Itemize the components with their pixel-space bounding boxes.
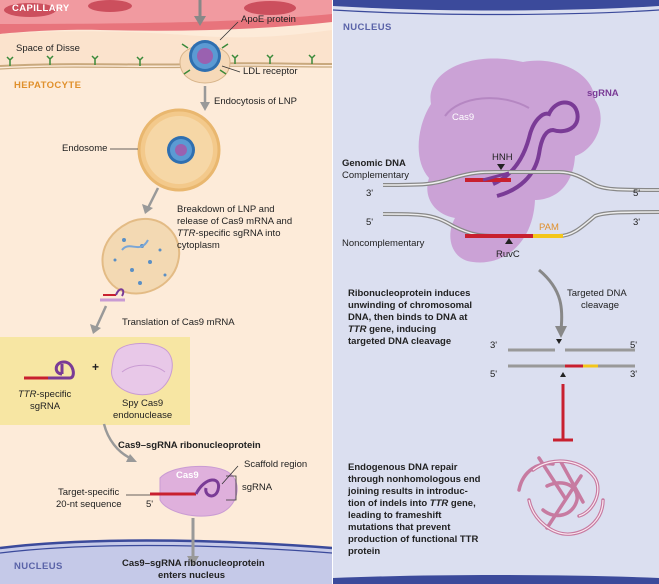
cut-upper-5prime: 5' [630,340,638,351]
sgrna-label: sgRNA [587,88,619,99]
rnp-induces-line2: unwinding of chromosomal [348,300,473,311]
target-specific-line1: Target-specific [58,487,120,498]
endocytosis-label: Endocytosis of LNP [214,96,297,107]
hnh-label: HNH [492,152,513,163]
repair-line6: mutations that prevent [348,522,451,533]
ttr-sgrna-line1-text: -specific [36,389,72,400]
plus-sign: + [92,360,100,374]
ruvc-label: RuvC [496,249,520,260]
space-of-disse-label: Space of Disse [16,43,80,54]
rnp-sgrna-label: sgRNA [242,482,273,493]
breakdown-line2: release of Cas9 mRNA and [177,216,293,227]
rnp-induces-line4-text: gene, inducing [366,324,437,335]
rnp-induces-line4: TTR gene, inducing [348,324,436,335]
targeted-cleavage-line1: Targeted DNA [567,288,627,299]
hepatocyte-panel: CAPILLARY Space of Disse HEPATOCYTE ApoE… [0,0,332,584]
rnp-title: Cas9–sgRNA ribonucleoprotein [118,440,261,451]
ttr-protein-icon [517,456,605,536]
enters-nucleus-line2: enters nucleus [158,570,226,581]
ldl-receptor-icon [6,54,316,66]
cut-lower-3prime: 3' [630,369,638,380]
ttr-sgrna-ttr: TTR [18,389,37,400]
enters-nucleus-line1: Cas9–sgRNA ribonucleoprotein [122,558,265,569]
upper-5prime: 5' [633,188,641,199]
right-nucleus-label: NUCLEUS [343,22,392,33]
breakdown-line3-text: -specific sgRNA into [195,228,281,239]
lnp-particle-icon [179,40,231,84]
capillary-label: CAPILLARY [12,3,70,14]
rnp-five-prime: 5' [146,499,154,510]
breakdown-line4: cytoplasm [177,240,220,251]
targeted-cleavage-line2: cleavage [581,300,620,311]
hepatocyte-illustration [0,0,332,584]
left-nucleus-label: NUCLEUS [14,561,63,572]
rnp-induces-line1: Ribonucleoprotein induces [348,288,471,299]
lower-3prime: 3' [633,217,641,228]
translation-label: Translation of Cas9 mRNA [122,317,235,328]
cleavage-inhibition-icon [553,384,573,442]
repair-line2: through nonhomologous end [348,474,481,485]
target-specific-line2: 20-nt sequence [56,499,122,510]
breakdown-line1: Breakdown of LNP and [177,204,275,215]
apoe-protein-label: ApoE protein [241,14,296,25]
upper-3prime: 3' [366,188,374,199]
lower-5prime: 5' [366,217,374,228]
repair-line4: tion of indels into TTR gene, [348,498,476,509]
spy-cas9-line1: Spy Cas9 [122,398,164,409]
cut-upper-3prime: 3' [490,340,498,351]
repair-line1: Endogenous DNA repair [348,462,458,473]
breakdown-ttr: TTR [177,228,196,239]
cas9-label: Cas9 [452,112,475,123]
hepatocyte-label: HEPATOCYTE [14,80,82,91]
spy-cas9-line2: endonuclease [113,410,173,421]
rnp-induces-line5: targeted DNA cleavage [348,336,452,347]
arrow-down-icon [538,268,564,331]
rnp-ttr: TTR [348,324,367,335]
repair-line7: production of functional TTR [348,534,479,545]
repair-line5: leading to frameshift [348,510,442,521]
repair-line4-text: tion of indels into [348,498,430,509]
noncomplementary-label: Noncomplementary [342,238,425,249]
repair-ttr: TTR [429,498,449,509]
complementary-label: Complementary [342,170,410,181]
endosome-label: Endosome [62,143,108,154]
scaffold-region-label: Scaffold region [244,459,308,470]
ttr-sgrna-line2: sgRNA [30,401,61,412]
nucleus-panel: NUCLEUS Cas9 sgRNA Genomic DNA Complemen… [333,0,659,584]
rnp-cas9-label: Cas9 [176,470,199,481]
breakdown-line3: TTR-specific sgRNA into [177,228,280,239]
pam-label: PAM [539,222,559,233]
rnp-induces-line3: DNA, then binds to DNA at [348,312,468,323]
ldl-receptor-label: LDL receptor [243,66,298,77]
repair-gene: gene, [448,498,476,509]
cut-lower-5prime: 5' [490,369,498,380]
genomic-dna-label: Genomic DNA [342,158,406,169]
nucleus-illustration [333,0,659,584]
ttr-sgrna-line1: TTR-specific [18,389,71,400]
repair-line3: joining results in introduc- [348,486,468,497]
repair-line8: protein [348,546,381,557]
